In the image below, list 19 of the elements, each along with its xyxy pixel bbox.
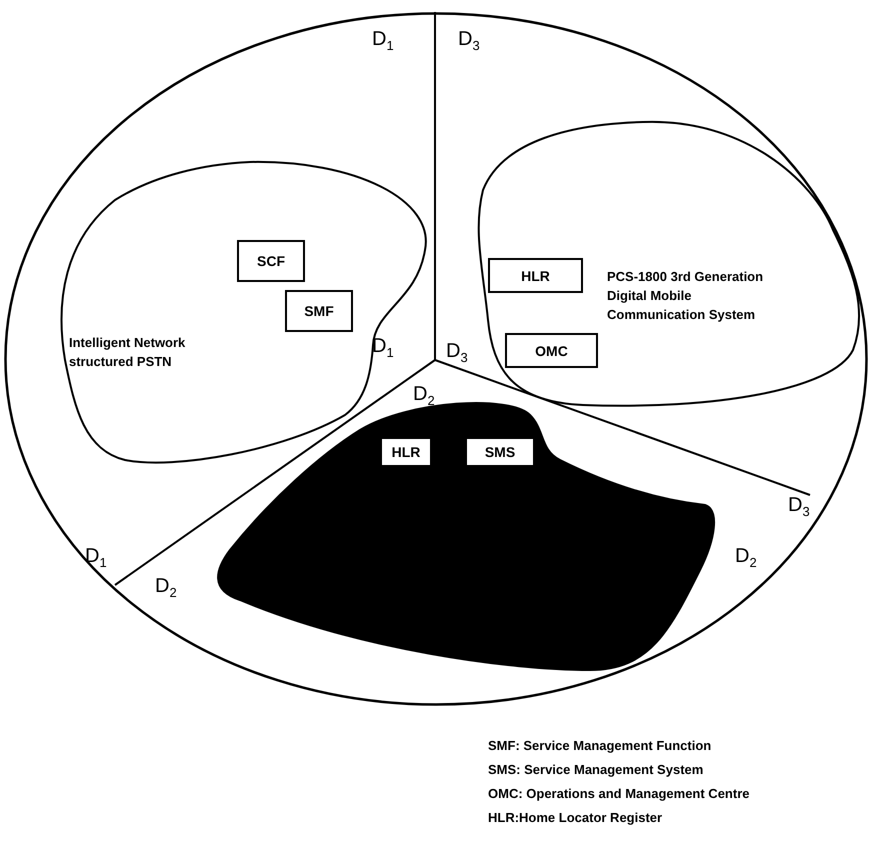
sector-label: D$_{3}$ bbox=[458, 28, 480, 53]
region-label: PCS-1800 3rd Generation Digital Mobile Communication System bbox=[607, 268, 764, 324]
function-box: OMC bbox=[505, 333, 598, 368]
sector-label: D$_{1}$ bbox=[372, 28, 394, 53]
function-box: HLR bbox=[488, 258, 583, 293]
abbreviation-note: OMC: Operations and Management Centre bbox=[488, 786, 750, 801]
region-label: Intelligent Network structured PSTN bbox=[69, 334, 186, 371]
sector-label: D$_{2}$ bbox=[413, 383, 435, 408]
function-box: SMF bbox=[285, 290, 353, 332]
sector-label: D$_{2}$ bbox=[155, 575, 177, 600]
sector-label: D$_{2}$ bbox=[735, 545, 757, 570]
abbreviation-note: SMF: Service Management Function bbox=[488, 738, 712, 753]
function-box: SMS bbox=[465, 437, 535, 467]
sector-label: D$_{3}$ bbox=[788, 494, 810, 519]
function-box: SCF bbox=[237, 240, 305, 282]
abbreviation-note: SMS: Service Management System bbox=[488, 762, 704, 777]
function-box: HLR bbox=[380, 437, 432, 467]
abbreviation-note: HLR:Home Locator Register bbox=[488, 810, 662, 825]
sector-label: D$_{3}$ bbox=[446, 340, 468, 365]
